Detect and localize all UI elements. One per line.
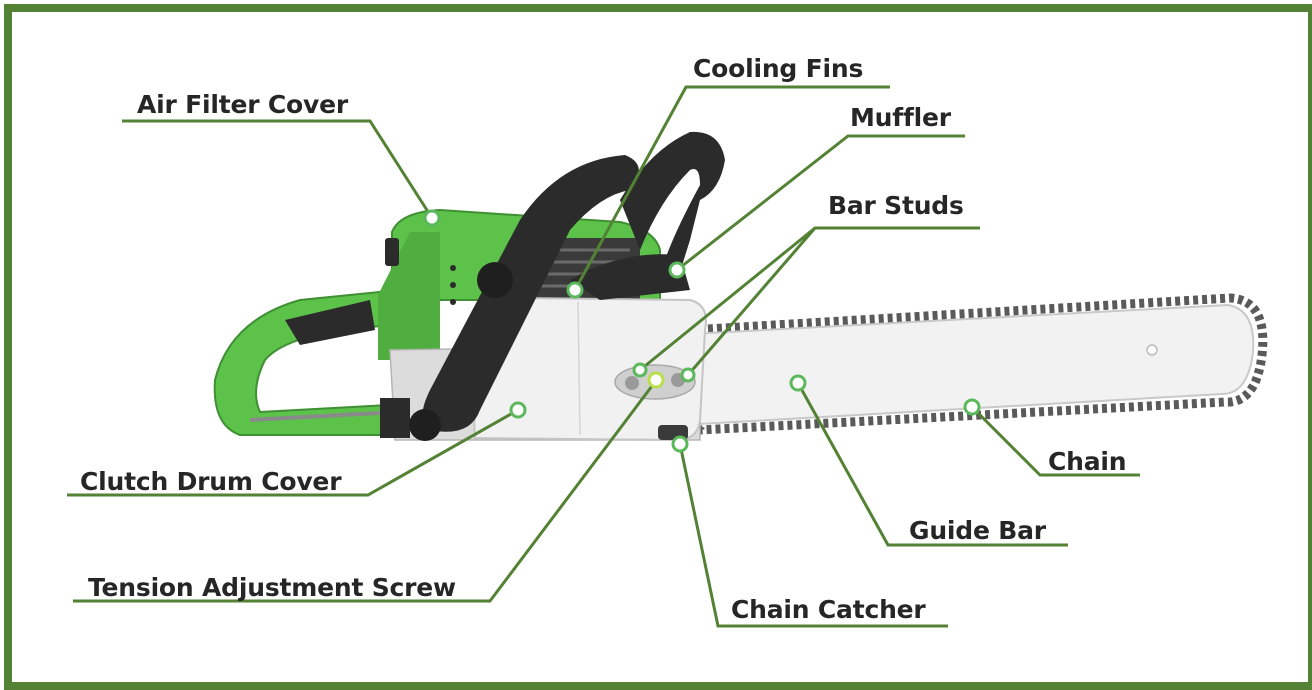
marker-chain (965, 400, 979, 414)
label-tension-adjustment-screw: Tension Adjustment Screw (88, 573, 456, 603)
label-cooling-fins: Cooling Fins (693, 54, 863, 84)
label-air-filter-cover: Air Filter Cover (137, 90, 348, 120)
label-chain: Chain (1048, 447, 1126, 477)
label-muffler: Muffler (850, 103, 951, 133)
marker-guide-bar (791, 376, 805, 390)
marker-air-filter-cover (425, 211, 439, 225)
marker-chain-catcher (673, 437, 687, 451)
marker-cooling-fins (568, 283, 582, 297)
leader-air-filter-cover (122, 121, 432, 218)
marker-bar-studs-2 (682, 369, 694, 381)
marker-clutch-drum-cover (511, 403, 525, 417)
label-bar-studs: Bar Studs (828, 191, 964, 221)
marker-muffler (670, 263, 684, 277)
marker-tension-adjustment-screw (649, 373, 663, 387)
label-clutch-drum-cover: Clutch Drum Cover (80, 467, 341, 497)
rear-handle (215, 290, 400, 435)
label-chain-catcher: Chain Catcher (731, 595, 926, 625)
marker-bar-studs-1 (634, 364, 646, 376)
label-guide-bar: Guide Bar (909, 516, 1046, 546)
